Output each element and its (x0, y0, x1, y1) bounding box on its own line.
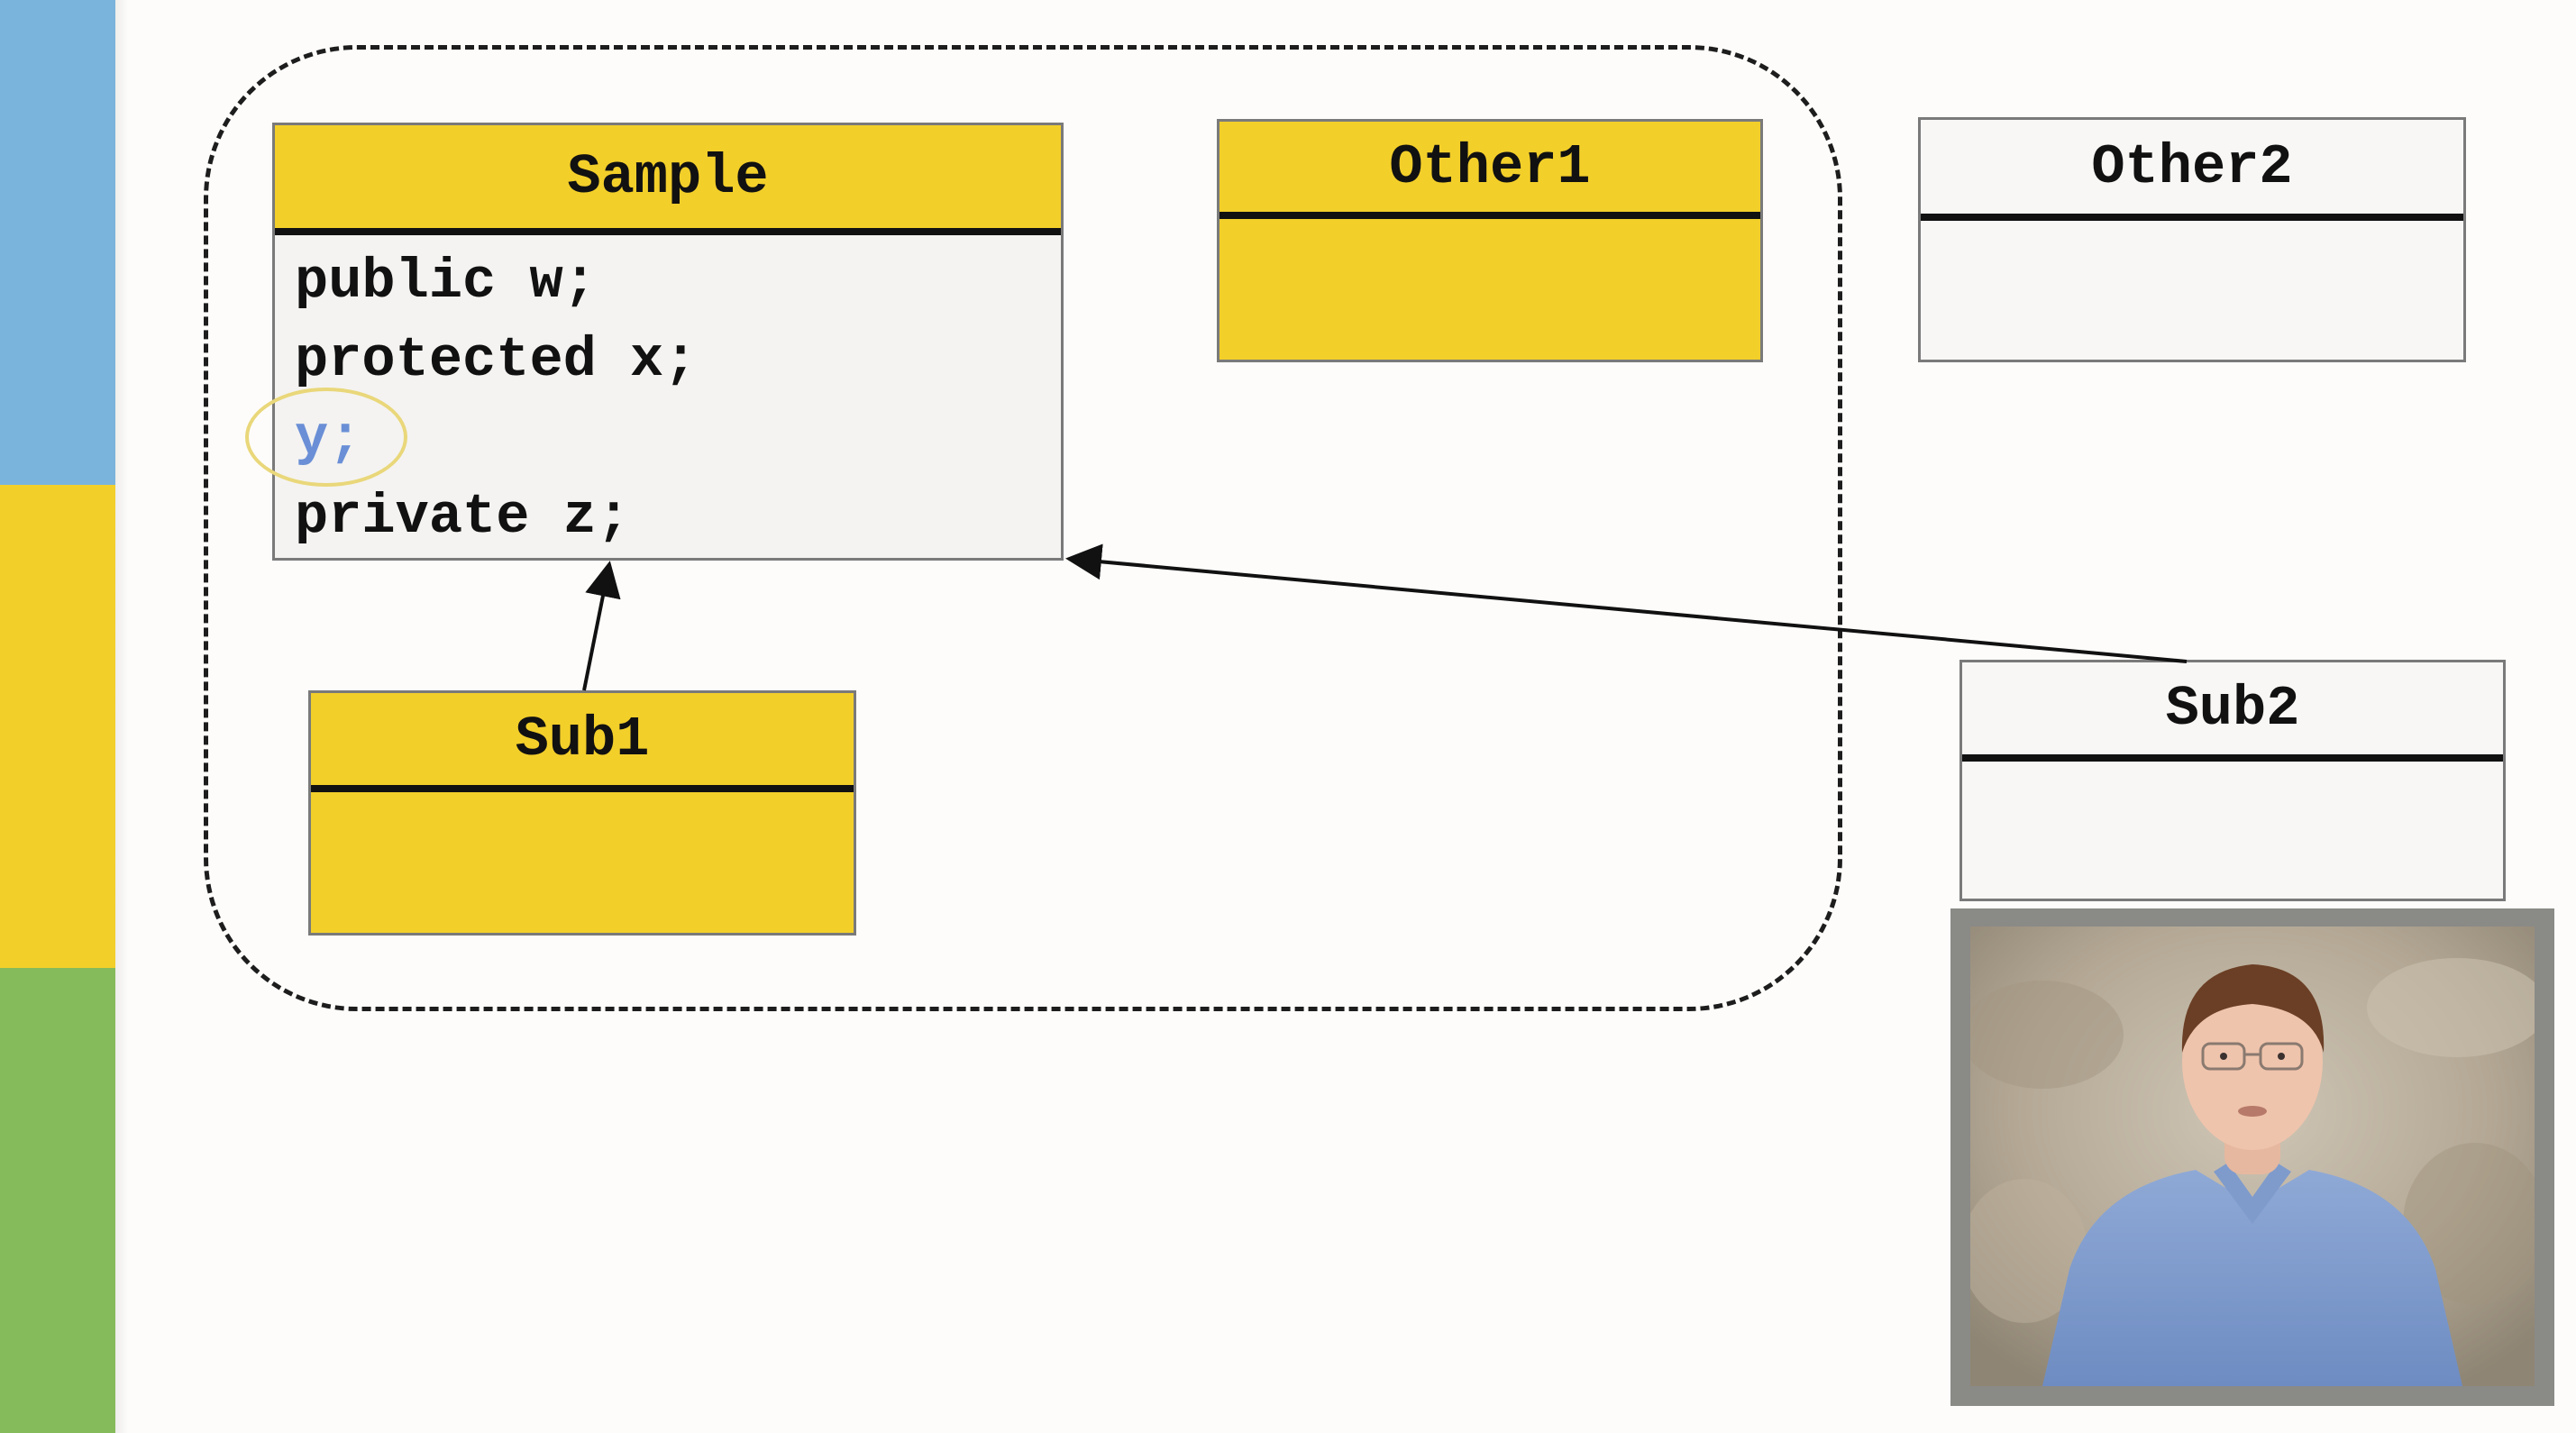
field-protected-x: protected x; (295, 328, 698, 392)
class-other1-name: Other1 (1219, 122, 1760, 219)
presenter-video-frame (1970, 926, 2535, 1386)
class-sub2-name: Sub2 (1962, 662, 2503, 762)
class-sub1: Sub1 (308, 690, 856, 936)
presenter-image (1970, 926, 2535, 1386)
class-sub1-body (311, 792, 854, 933)
class-other2-name: Other2 (1921, 120, 2463, 221)
presenter-video (1950, 908, 2554, 1406)
package-boundary (204, 45, 1842, 1011)
field-public-w: public w; (295, 250, 597, 314)
accent-stripe-green (0, 968, 115, 1433)
accent-stripe-blue (0, 0, 115, 485)
class-other1: Other1 (1217, 119, 1763, 362)
class-other1-body (1219, 219, 1760, 360)
stripe-shadow (115, 0, 128, 1433)
class-sample-name: Sample (275, 125, 1061, 235)
arrow-sub1-to-sample (582, 561, 621, 691)
class-other2: Other2 (1918, 117, 2466, 362)
class-sample-fields: public w; protected x; y; private z; (275, 235, 1061, 558)
highlight-circle (245, 388, 407, 487)
class-sub2-body (1962, 762, 2503, 899)
class-sub1-name: Sub1 (311, 693, 854, 792)
class-sub2: Sub2 (1959, 660, 2506, 901)
class-other2-body (1921, 221, 2463, 360)
accent-stripe-yellow (0, 485, 115, 968)
class-sample: Sample public w; protected x; y; private… (272, 123, 1064, 561)
field-private-z: private z; (295, 485, 631, 549)
arrow-sub2-to-sample (1065, 543, 2188, 663)
